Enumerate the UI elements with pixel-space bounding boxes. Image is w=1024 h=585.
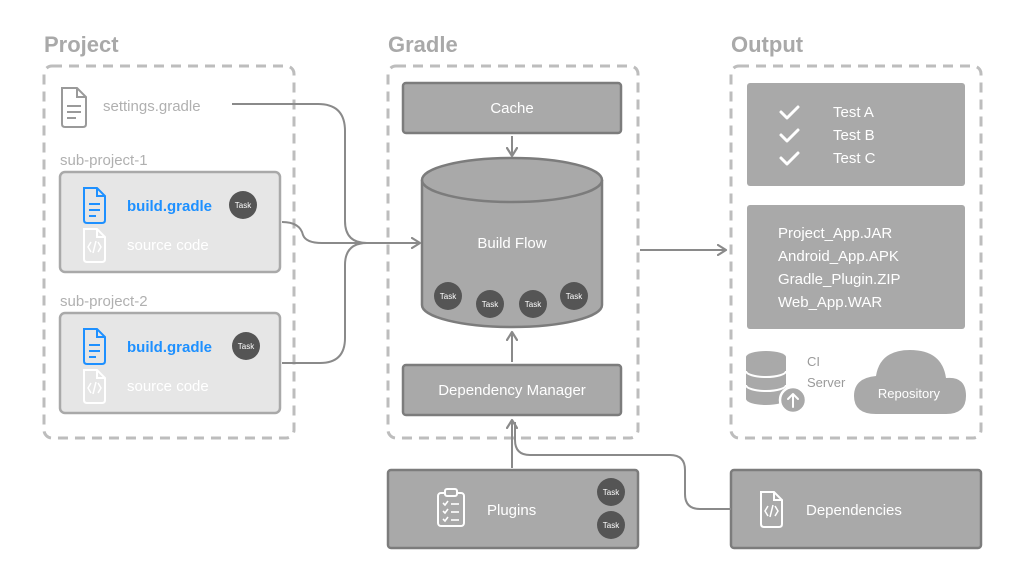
check-icon xyxy=(779,105,800,120)
source-code-icon xyxy=(83,369,106,404)
svg-text:Task: Task xyxy=(482,300,499,309)
task-badge: Task xyxy=(597,511,625,539)
task-badge: Task xyxy=(519,290,547,318)
svg-text:Task: Task xyxy=(566,292,583,301)
section-title-project: Project xyxy=(44,32,119,57)
test-item: Test A xyxy=(833,104,874,121)
sub-project-2-source: source code xyxy=(127,378,209,395)
artifact-item: Gradle_Plugin.ZIP xyxy=(778,271,901,288)
arrow-settings-to-buildflow xyxy=(232,103,420,243)
task-badge: Task xyxy=(597,478,625,506)
tests-box xyxy=(747,83,965,186)
ci-server-label-line2: Server xyxy=(807,375,846,390)
task-badge: Task xyxy=(476,290,504,318)
build-flow-label: Build Flow xyxy=(477,235,546,252)
cache-box xyxy=(401,81,623,135)
build-file-icon xyxy=(83,187,106,224)
artifacts-box xyxy=(747,205,965,329)
section-title-output: Output xyxy=(731,32,804,57)
section-title-gradle: Gradle xyxy=(388,32,458,57)
artifact-item: Web_App.WAR xyxy=(778,294,882,311)
svg-text:Task: Task xyxy=(235,201,252,210)
output-container xyxy=(729,64,983,440)
arrow-subproject2-to-buildflow xyxy=(282,242,368,364)
sub-project-1-label: sub-project-1 xyxy=(60,152,148,169)
settings-file-icon xyxy=(61,87,87,128)
svg-text:Task: Task xyxy=(525,300,542,309)
code-file-icon xyxy=(760,491,783,528)
dependencies-label: Dependencies xyxy=(806,502,902,519)
ci-server-icon xyxy=(745,351,808,415)
build-flow-cylinder xyxy=(420,156,604,329)
arrow-dependencies-to-depmanager xyxy=(514,422,731,510)
dependency-manager-label: Dependency Manager xyxy=(438,382,586,399)
sub-project-2-label: sub-project-2 xyxy=(60,293,148,310)
repository-label: Repository xyxy=(878,386,941,401)
test-item: Test C xyxy=(833,150,876,167)
sub-project-1-build-file: build.gradle xyxy=(127,198,212,215)
sub-project-1-source: source code xyxy=(127,237,209,254)
task-badge: Task xyxy=(232,332,260,360)
cloud-icon xyxy=(854,350,966,414)
sub-project-1-box xyxy=(58,170,282,274)
check-icon xyxy=(779,128,800,143)
sub-project-2-box xyxy=(58,311,282,415)
ci-server-label-line1: CI xyxy=(807,354,820,369)
artifact-item: Android_App.APK xyxy=(778,248,899,265)
svg-text:Task: Task xyxy=(238,342,255,351)
task-badge: Task xyxy=(560,282,588,310)
svg-text:Task: Task xyxy=(603,521,620,530)
clipboard-checklist-icon xyxy=(437,488,465,527)
cache-label: Cache xyxy=(490,100,533,117)
settings-file-label: settings.gradle xyxy=(103,98,201,115)
check-icon xyxy=(779,151,800,166)
plugins-label: Plugins xyxy=(487,502,536,519)
sub-project-2-build-file: build.gradle xyxy=(127,339,212,356)
task-badge: Task xyxy=(229,191,257,219)
task-badge: Task xyxy=(434,282,462,310)
build-file-icon xyxy=(83,328,106,365)
source-code-icon xyxy=(83,228,106,263)
test-item: Test B xyxy=(833,127,875,144)
dependency-manager-box xyxy=(401,363,623,417)
svg-text:Task: Task xyxy=(603,488,620,497)
arrow-subproject1-to-buildflow xyxy=(281,221,370,244)
svg-text:Task: Task xyxy=(440,292,457,301)
project-container xyxy=(42,64,296,440)
artifact-item: Project_App.JAR xyxy=(778,225,892,242)
